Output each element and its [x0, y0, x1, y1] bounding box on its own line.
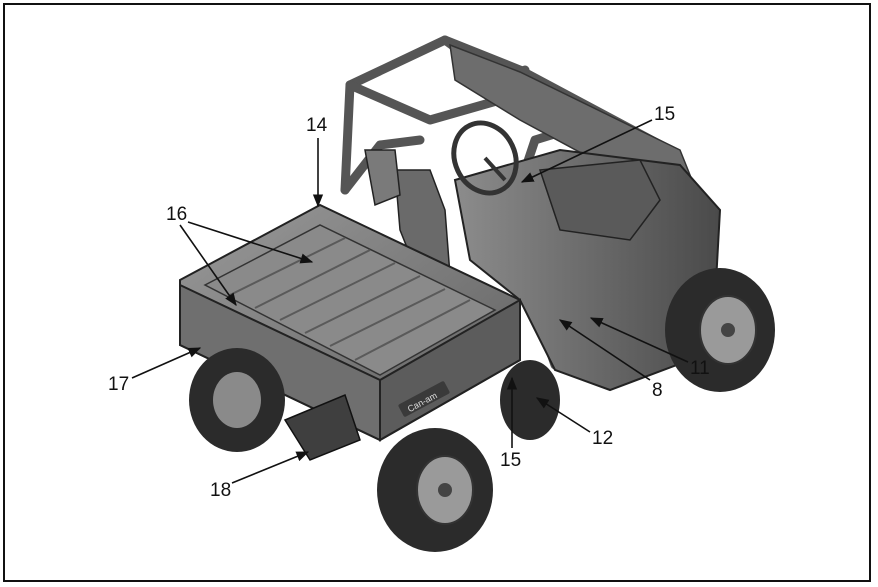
callout-11: 11	[690, 358, 710, 379]
seat	[364, 149, 401, 207]
leader-16b	[179, 224, 237, 307]
leader-lines	[131, 119, 689, 484]
dashboard	[538, 159, 661, 241]
leader-15-top	[520, 119, 653, 183]
leader-16a	[187, 221, 314, 264]
leader-17	[131, 347, 202, 379]
wheel-rear-left	[189, 348, 285, 452]
brand-badge	[398, 381, 450, 417]
bed-ribs	[229, 237, 471, 361]
leader-11	[589, 317, 689, 363]
callout-18: 18	[210, 480, 231, 501]
wheel-front-right	[665, 268, 775, 392]
wheel-rear-right	[377, 428, 493, 552]
callout-8: 8	[652, 380, 663, 401]
wheel-front-left	[500, 360, 560, 440]
leader-18	[231, 451, 310, 484]
cargo-bed-inner	[203, 224, 497, 376]
leader-12	[535, 397, 591, 433]
callout-16: 16	[166, 204, 187, 225]
vehicle-illustration: Can-am	[179, 35, 775, 552]
callout-17: 17	[108, 374, 129, 395]
steering-wheel	[451, 120, 519, 196]
callout-15-top: 15	[654, 104, 675, 125]
leader-8	[558, 319, 651, 381]
callout-15-bottom: 15	[500, 450, 521, 471]
callout-14: 14	[306, 115, 328, 136]
callout-12: 12	[592, 428, 613, 449]
callout-labels: 14 15 16 17 18 15 12 8 11	[108, 104, 710, 501]
rear-hitch	[283, 393, 361, 461]
